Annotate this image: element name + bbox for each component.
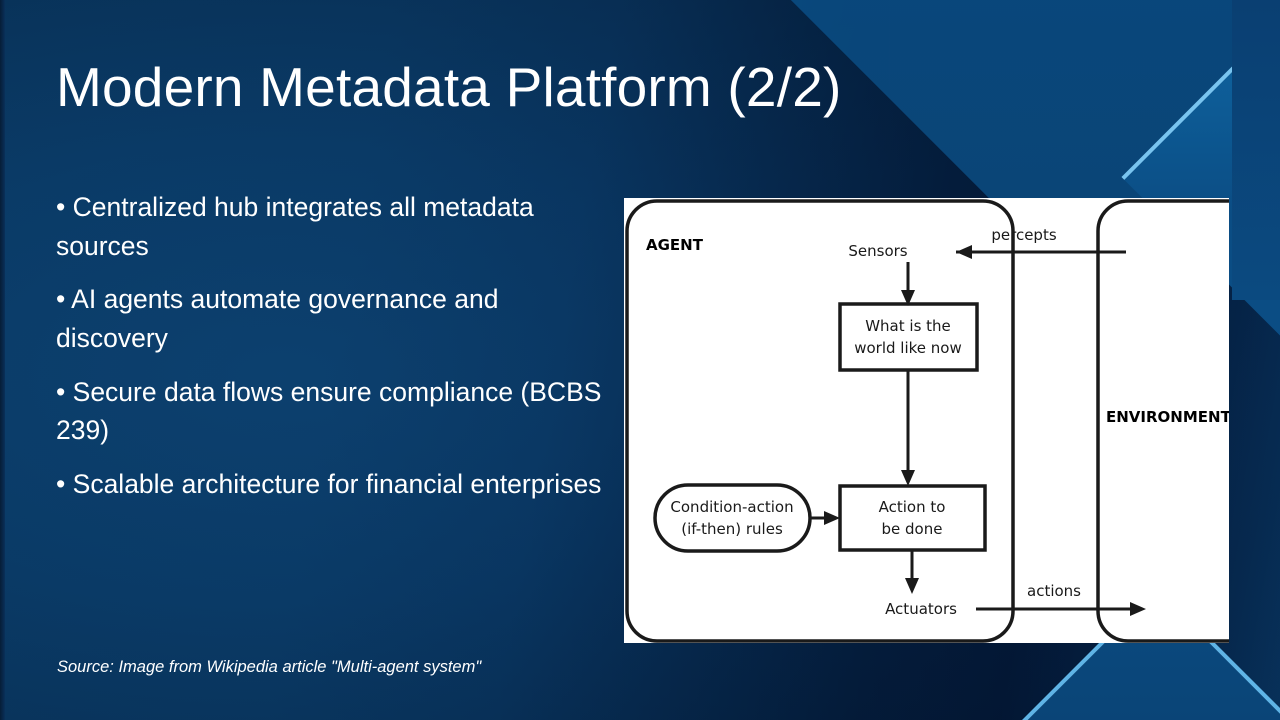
actuators-label: Actuators <box>885 600 957 618</box>
agent-diagram-image: AGENT ENVIRONMENT Sensors percepts What … <box>624 198 1229 643</box>
percepts-arrow <box>956 245 1126 259</box>
list-item: • Secure data flows ensure compliance (B… <box>56 376 602 446</box>
action-line-1: Action to <box>879 498 946 516</box>
left-edge-border <box>0 0 5 720</box>
environment-label: ENVIRONMENT <box>1106 408 1229 426</box>
sensors-label: Sensors <box>848 242 907 260</box>
world-to-action-arrow <box>901 370 915 486</box>
list-item: • Centralized hub integrates all metadat… <box>56 192 534 261</box>
percepts-label: percepts <box>991 226 1056 244</box>
action-line-2: be done <box>882 520 943 538</box>
actions-label: actions <box>1027 582 1081 600</box>
rules-line-2: (if-then) rules <box>681 520 783 538</box>
list-item: • AI agents automate governance and disc… <box>56 284 499 354</box>
action-to-actuators-arrow <box>905 550 919 594</box>
world-state-line-1: What is the <box>865 317 951 335</box>
source-caption: Source: Image from Wikipedia article "Mu… <box>57 658 482 676</box>
diagram-canvas <box>624 198 1229 643</box>
bullet-list: • Centralized hub integrates all metadat… <box>56 188 612 519</box>
world-state-line-2: world like now <box>854 339 962 357</box>
page-title: Modern Metadata Platform (2/2) <box>56 56 842 118</box>
agent-label: AGENT <box>646 236 704 254</box>
actions-arrow <box>976 602 1146 616</box>
list-item: • Scalable architecture for financial en… <box>56 469 602 500</box>
agent-container <box>625 199 1015 643</box>
environment-container <box>1096 199 1229 643</box>
rules-line-1: Condition-action <box>670 498 793 516</box>
decorative-edge-panel <box>1232 0 1280 300</box>
sensors-to-world-arrow <box>901 262 915 306</box>
rules-to-action-arrow <box>810 511 840 525</box>
